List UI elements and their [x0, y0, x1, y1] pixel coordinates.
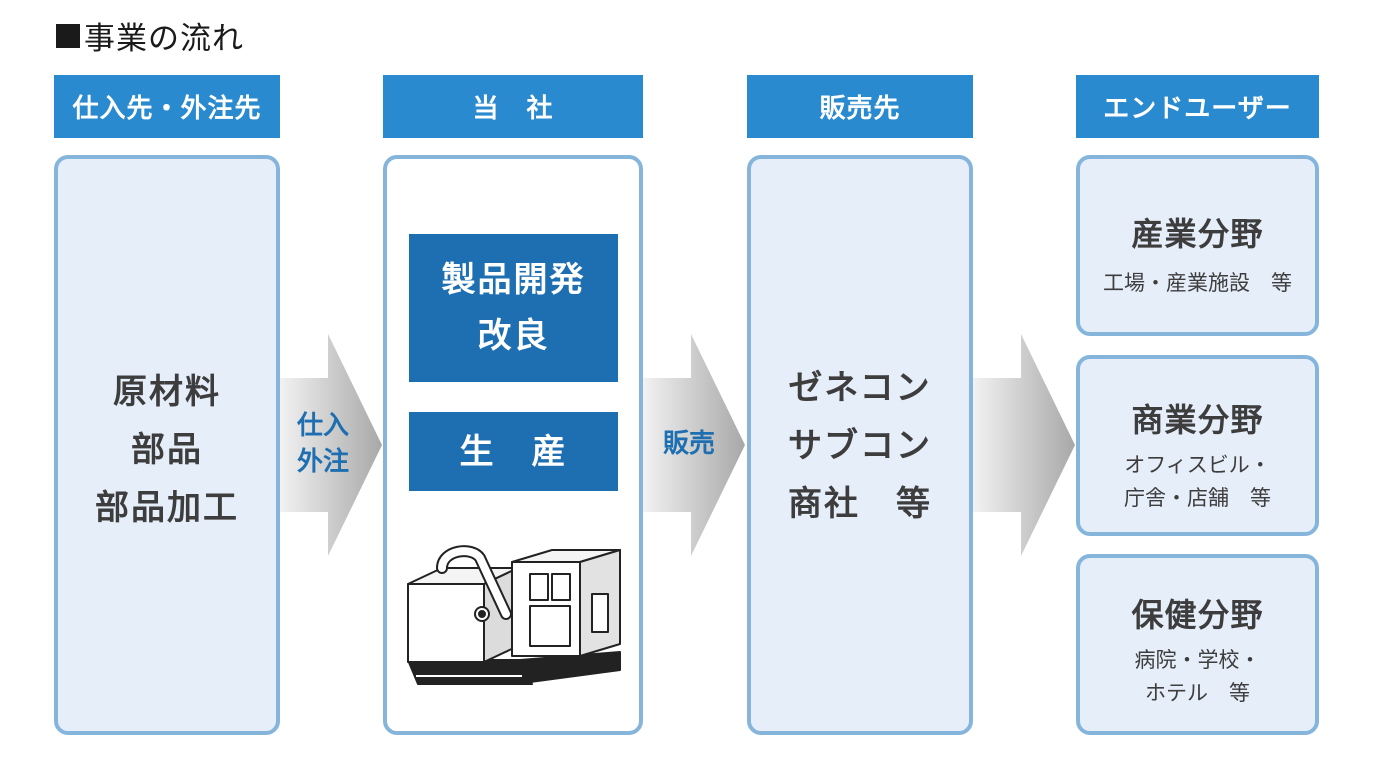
segment-desc: オフィスビル・ — [1124, 453, 1271, 477]
arrow-supplier-to-company — [280, 334, 382, 556]
arrow-company-to-sales — [643, 334, 745, 556]
arrow-label-line: 販売 — [662, 429, 715, 459]
segment-desc: 庁舎・店舗 等 — [1124, 486, 1271, 510]
panel-commercial: 商業分野 オフィスビル・ 庁舎・店舗 等 — [1076, 355, 1319, 536]
product-dev-line: 製品開発 — [441, 260, 586, 300]
header-sales: 販売先 — [747, 75, 973, 138]
header-company: 当 社 — [383, 75, 643, 138]
sales-line: サブコン — [788, 426, 932, 466]
supplier-line: 原材料 — [113, 372, 221, 412]
production-label: 生 産 — [459, 431, 568, 472]
arrow-sales-to-end-user — [973, 334, 1075, 556]
panel-supplier: 原材料 部品 部品加工 — [54, 155, 280, 735]
segment-title: 保健分野 — [1131, 596, 1264, 634]
arrow-label-sales: 販売 — [648, 426, 730, 462]
sales-line: ゼネコン — [788, 368, 932, 408]
box-product-development: 製品開発 改良 — [409, 234, 618, 382]
supplier-line: 部品 — [131, 430, 203, 470]
arrow-label-procure: 仕入 外注 — [284, 408, 362, 480]
page-title: 事業の流れ — [56, 14, 244, 57]
sales-line: 商社 等 — [788, 484, 932, 524]
product-dev-line: 改良 — [477, 316, 550, 356]
segment-title: 産業分野 — [1131, 215, 1264, 253]
box-production: 生 産 — [409, 412, 618, 491]
segment-desc: 工場・産業施設 等 — [1103, 271, 1292, 295]
page-title-text: 事業の流れ — [84, 20, 244, 57]
segment-desc: 病院・学校・ — [1134, 648, 1261, 672]
panel-industrial: 産業分野 工場・産業施設 等 — [1076, 155, 1319, 336]
panel-sales: ゼネコン サブコン 商社 等 — [747, 155, 973, 735]
air-handling-unit-illustration — [407, 545, 621, 685]
segment-desc: ホテル 等 — [1145, 681, 1250, 705]
supplier-line: 部品加工 — [95, 488, 239, 528]
arrow-label-line: 仕入 — [296, 411, 349, 441]
segment-title: 商業分野 — [1131, 401, 1264, 439]
panel-healthcare: 保健分野 病院・学校・ ホテル 等 — [1076, 554, 1319, 735]
header-supplier: 仕入先・外注先 — [54, 75, 280, 138]
header-end-user: エンドユーザー — [1076, 75, 1319, 138]
arrow-label-line: 外注 — [296, 447, 349, 477]
square-bullet-icon — [56, 24, 80, 48]
